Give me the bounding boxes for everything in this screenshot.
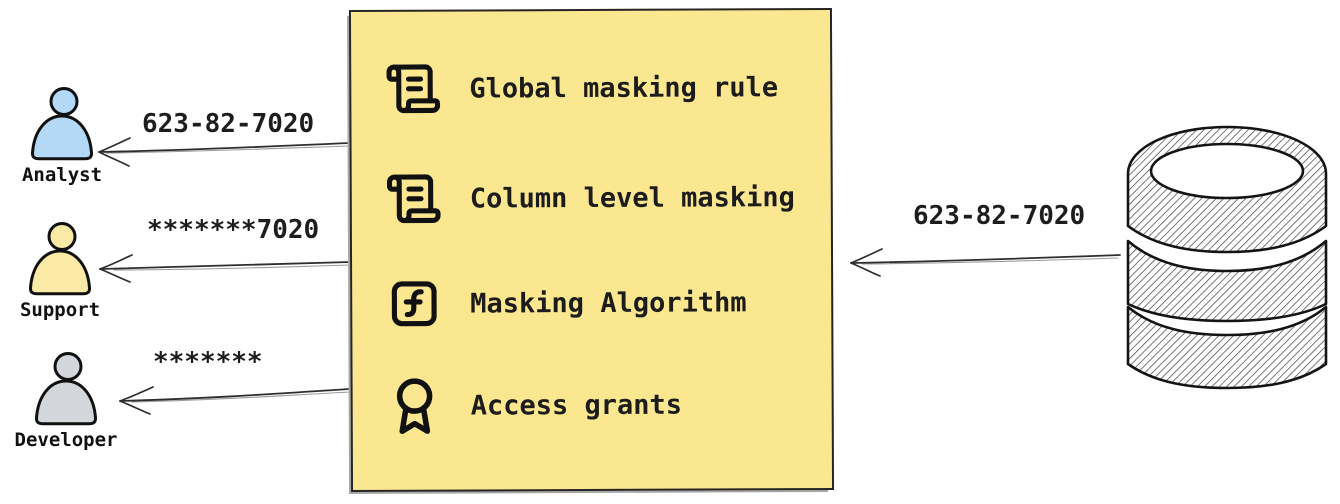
actor-label: Analyst bbox=[21, 164, 103, 186]
award-icon bbox=[386, 375, 444, 437]
analyst-received-value: 623-82-7020 bbox=[142, 109, 315, 139]
box-item-label: Column level masking bbox=[469, 181, 795, 215]
person-icon bbox=[35, 352, 97, 426]
person-icon bbox=[29, 222, 91, 296]
support-received-value: *******7020 bbox=[147, 215, 320, 245]
actor-developer: Developer bbox=[15, 352, 117, 451]
box-item-access-grants: Access grants bbox=[353, 371, 832, 439]
actor-analyst: Analyst bbox=[14, 87, 110, 186]
box-item-column-level-masking: Column level masking bbox=[352, 164, 831, 232]
developer-received-value: ******* bbox=[153, 347, 263, 377]
scroll-text-icon bbox=[384, 58, 442, 120]
masking-box: Global masking rule Column level masking… bbox=[348, 7, 835, 493]
scroll-text-icon bbox=[385, 168, 443, 230]
database-sent-value: 623-82-7020 bbox=[913, 201, 1086, 231]
actor-label: Developer bbox=[14, 429, 118, 451]
arrow-to-developer bbox=[119, 386, 351, 415]
function-square-icon bbox=[385, 273, 443, 335]
actor-label: Support bbox=[19, 299, 101, 321]
box-item-masking-algorithm: Masking Algorithm bbox=[352, 269, 831, 337]
person-icon bbox=[31, 87, 93, 161]
box-item-global-masking-rule: Global masking rule bbox=[351, 54, 830, 122]
arrow-to-analyst bbox=[98, 137, 351, 167]
box-item-label: Masking Algorithm bbox=[470, 286, 747, 320]
arrow-to-support bbox=[99, 254, 351, 283]
box-item-label: Access grants bbox=[470, 389, 683, 422]
arrow-database-to-box bbox=[850, 248, 1121, 277]
box-item-label: Global masking rule bbox=[469, 71, 779, 105]
actor-support: Support bbox=[12, 222, 108, 321]
database-icon bbox=[1126, 125, 1328, 390]
